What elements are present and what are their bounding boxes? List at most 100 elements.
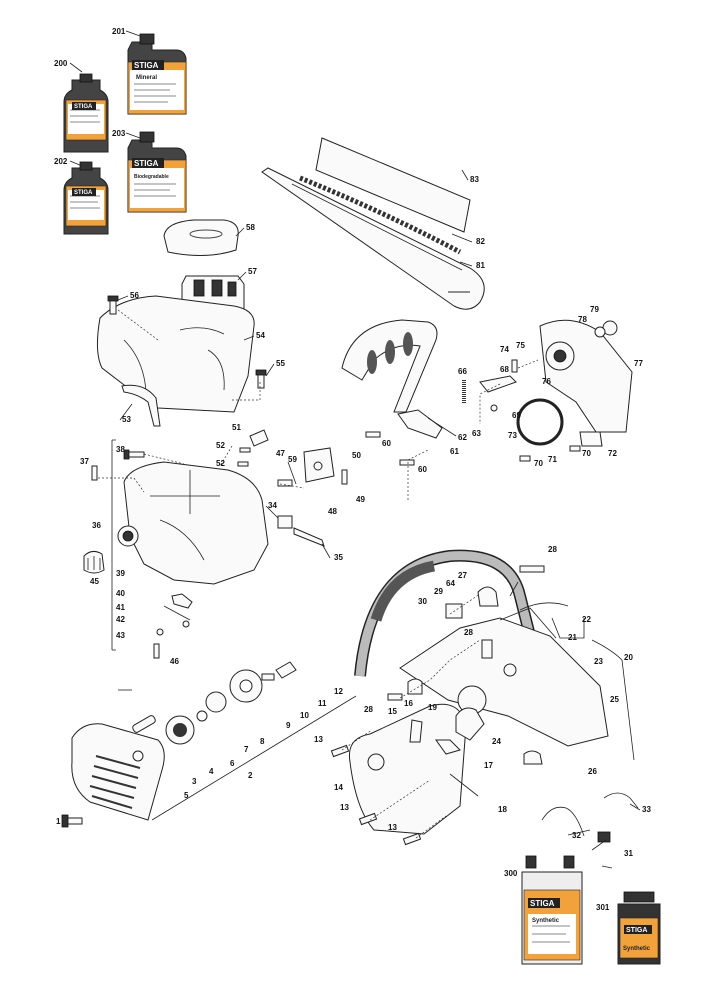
callout-35: 35 [334, 553, 343, 562]
callout-13b: 13 [340, 803, 349, 812]
callout-28b: 28 [464, 628, 473, 637]
group-bracket-20 [591, 639, 635, 761]
callout-28a: 28 [548, 545, 557, 554]
product-label-200: 200 [54, 59, 68, 68]
callout-31: 31 [624, 849, 633, 858]
callout-13a: 13 [314, 735, 323, 744]
product-300-name: Synthetic [532, 918, 560, 924]
callout-48: 48 [328, 507, 337, 516]
brand-plate [72, 102, 96, 110]
brand-logo: STIGA [134, 159, 159, 168]
callout-7: 7 [244, 745, 249, 754]
callout-11: 11 [318, 699, 327, 708]
top-cover-58 [163, 219, 239, 257]
callout-74: 74 [500, 345, 509, 354]
product-label-201: 201 [112, 27, 126, 36]
product-label-202: 202 [54, 157, 68, 166]
callout-4: 4 [209, 767, 214, 776]
callout-29: 29 [434, 587, 443, 596]
callout-8: 8 [260, 737, 265, 746]
callout-47: 47 [276, 449, 285, 458]
brand-plate [624, 925, 652, 934]
callout-5: 5 [184, 791, 189, 800]
leader-line [265, 363, 275, 377]
callout-76: 76 [542, 377, 551, 386]
leader-line [629, 803, 641, 811]
leader-line [461, 169, 469, 181]
clutch-cover-77 [539, 319, 633, 433]
callout-49: 49 [356, 495, 365, 504]
parts-39-46 [153, 593, 193, 659]
leader-line [509, 581, 519, 597]
leader-line [601, 865, 613, 869]
callout-22: 22 [582, 615, 591, 624]
callout-69: 69 [512, 411, 521, 420]
brand-logo: STIGA [626, 927, 647, 934]
leader-line [321, 543, 331, 559]
callout-1: 1 [56, 817, 61, 826]
callout-15: 15 [388, 707, 397, 716]
screw-55 [255, 369, 267, 389]
leader-line [235, 227, 245, 237]
brand-logo: STIGA [74, 190, 93, 196]
callout-58: 58 [246, 223, 255, 232]
callout-14: 14 [334, 783, 343, 792]
oil-bottle-202 [63, 161, 109, 235]
callout-20: 20 [624, 653, 633, 662]
starter-parts-3-12 [132, 661, 297, 762]
callout-26: 26 [588, 767, 597, 776]
leader-line [117, 295, 129, 301]
callout-51: 51 [232, 423, 241, 432]
oil-bottle-301: Synthetic [617, 891, 661, 965]
callout-42: 42 [116, 615, 125, 624]
callout-82: 82 [476, 237, 485, 246]
leader-line [567, 829, 591, 836]
brand-logo: STIGA [74, 104, 93, 110]
callout-63: 63 [472, 429, 481, 438]
callout-32: 32 [572, 831, 581, 840]
guide-bar-assembly [261, 137, 485, 310]
screw-56 [107, 295, 119, 315]
product-301-name: Synthetic [623, 946, 651, 952]
parts-47-50 [277, 447, 348, 487]
pin-37 [91, 465, 98, 481]
handle-20 [354, 549, 536, 677]
rear-housing [399, 607, 609, 747]
leader-line [119, 403, 133, 421]
callout-64: 64 [446, 579, 455, 588]
leader-line [459, 261, 473, 267]
callout-52a: 52 [216, 441, 225, 450]
callout-53: 53 [122, 415, 131, 424]
oil-can-201: Mineral [127, 33, 187, 115]
callout-6: 6 [230, 759, 235, 768]
callout-3: 3 [192, 777, 197, 786]
callout-39: 39 [116, 569, 125, 578]
callout-27: 27 [458, 571, 467, 580]
leader-line [591, 839, 607, 851]
deflector-53 [121, 384, 161, 427]
callout-23: 23 [594, 657, 603, 666]
oil-bottle-200 [63, 73, 109, 153]
leader-line [243, 335, 255, 341]
callout-labels: 1234567891011121313131415161718192021222… [54, 27, 651, 912]
leader-line [125, 132, 141, 139]
callout-19: 19 [428, 703, 437, 712]
parts-68-76 [479, 359, 603, 462]
product-label-301: 301 [596, 903, 610, 912]
callout-34: 34 [268, 501, 277, 510]
oil-can-203: Biodegradable [127, 131, 187, 213]
leader-line [69, 160, 83, 167]
product-label-300: 300 [504, 869, 518, 878]
callout-70b: 70 [582, 449, 591, 458]
callout-43: 43 [116, 631, 125, 640]
brand-plate [132, 60, 164, 70]
callout-78: 78 [578, 315, 587, 324]
callout-77: 77 [634, 359, 643, 368]
callout-40: 40 [116, 589, 125, 598]
brand-plate [72, 188, 96, 196]
screws-13 [330, 744, 422, 846]
callout-25: 25 [610, 695, 619, 704]
callout-30: 30 [418, 597, 427, 606]
callout-18: 18 [498, 805, 507, 814]
